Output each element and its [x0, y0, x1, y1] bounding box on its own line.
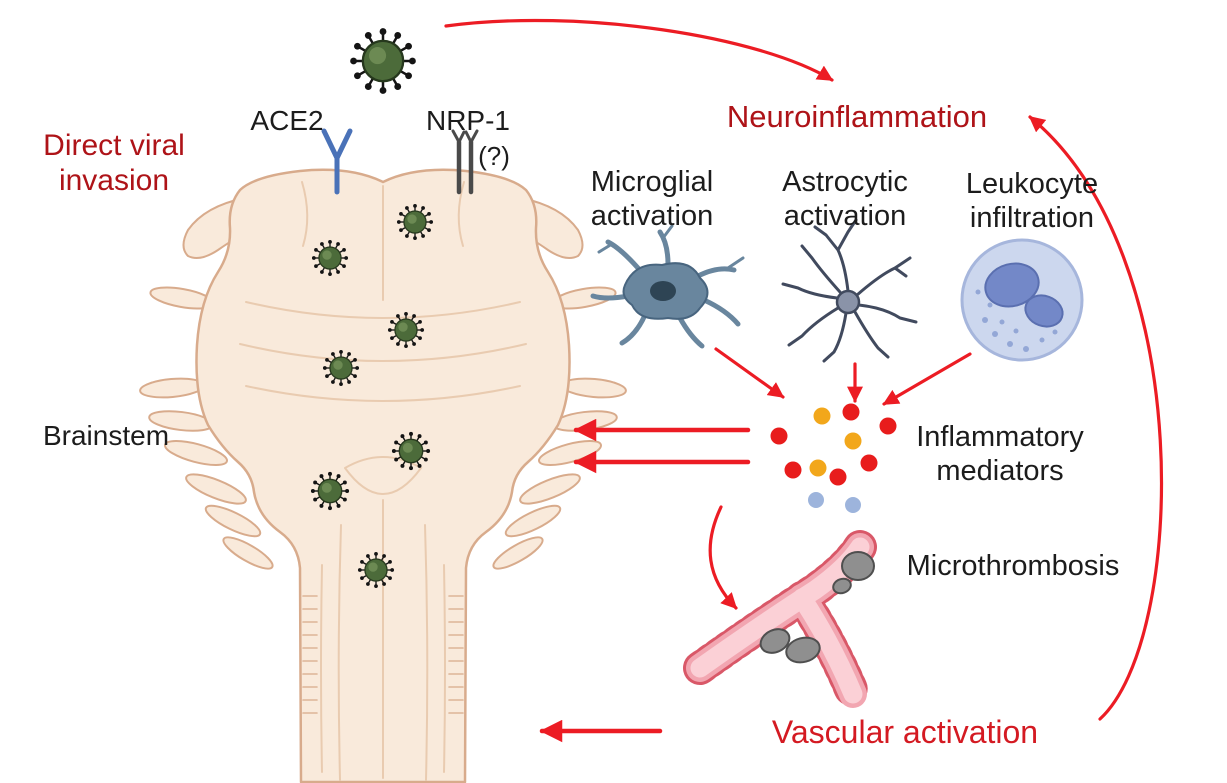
label-direct-viral-invasion: Direct viral invasion — [43, 129, 185, 197]
leukocyte-cell-icon — [960, 238, 1084, 362]
label-leukocyte-infiltration: Leukocyte infiltration — [965, 168, 1099, 234]
inflammatory-mediator-dots — [770, 403, 897, 513]
label-microthrombosis: Microthrombosis — [906, 550, 1120, 582]
arrow-vascular-to-neuroinflammation — [1028, 115, 1164, 721]
arrow-mediators-to-vessel — [708, 505, 738, 610]
arrow-virus-to-neuroinflammation — [444, 18, 834, 82]
brainstem-illustration — [139, 168, 627, 783]
label-nrp1: NRP-1 — [425, 105, 511, 136]
label-brainstem: Brainstem — [42, 420, 170, 451]
astrocyte-cell-icon — [781, 218, 918, 363]
microthrombi-clots — [759, 551, 875, 664]
pyramid-ridge-marks — [302, 595, 464, 714]
microthrombosis-vessel-icon — [683, 530, 877, 711]
label-neuroinflammation: Neuroinflammation — [726, 99, 988, 134]
microglia-cell-icon — [590, 224, 745, 349]
brainstem-surface-detail — [239, 181, 527, 781]
label-nrp1-uncertainty: (?) — [478, 141, 510, 171]
ace2-receptor-icon — [321, 128, 353, 195]
label-vascular-activation: Vascular activation — [771, 714, 1039, 750]
arrows — [444, 18, 1164, 743]
label-ace2: ACE2 — [250, 105, 324, 136]
label-microglial-activation: Microglial activation — [590, 166, 714, 232]
arrow-leukocyte-to-mediators — [882, 352, 972, 406]
arrow-microglia-to-mediators — [714, 347, 785, 399]
sars-cov-2-virion-large — [348, 26, 418, 96]
label-astrocytic-activation: Astrocytic activation — [782, 166, 908, 232]
label-inflammatory-mediators: Inflammatory mediators — [916, 421, 1084, 487]
nrp1-receptor-icon — [451, 129, 479, 195]
